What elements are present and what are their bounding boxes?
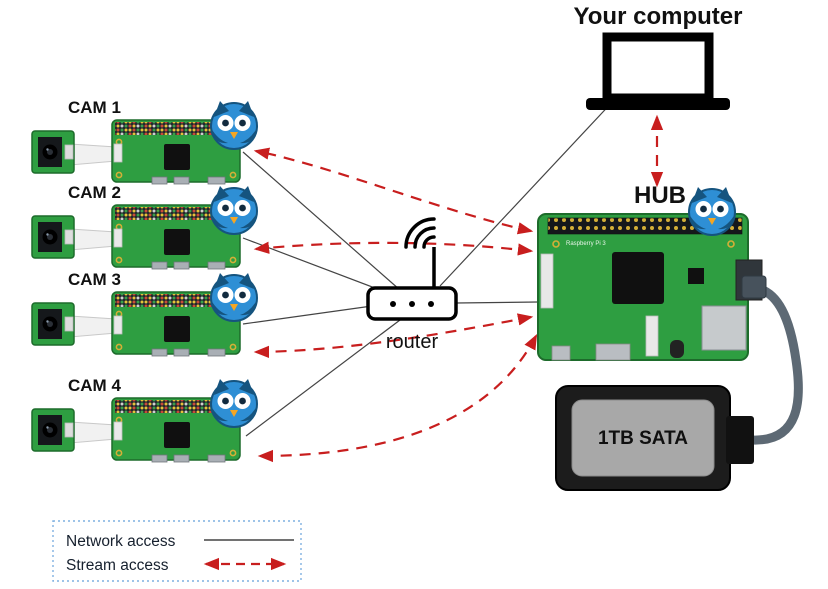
cam3-owl-icon [210, 272, 258, 322]
hub-soc-chip [612, 252, 664, 304]
legend-box [52, 520, 302, 582]
wifi-arc-small [422, 235, 436, 249]
cam4-board [31, 397, 241, 463]
usb-plug [741, 275, 767, 299]
hub-power-port [551, 345, 571, 361]
drive-face [571, 399, 715, 477]
laptop-screen [602, 32, 714, 103]
hub-owl-icon [688, 186, 736, 236]
hub-audio-jack [670, 340, 684, 358]
cam1-group: CAM 1 [31, 98, 258, 185]
wifi-arc-medium [413, 226, 436, 249]
legend-network-label: Network access [66, 533, 176, 550]
laptop-base [586, 98, 730, 110]
cam2-board [31, 204, 241, 270]
router-led [390, 301, 396, 307]
stream-arrows [253, 114, 664, 463]
cam2-group: CAM 2 [31, 183, 258, 270]
legend-stream-label: Stream access [66, 557, 169, 574]
cam3-board [31, 291, 241, 357]
drive-connector [726, 416, 754, 464]
sata-drive: 1TB SATA [555, 385, 754, 491]
usb-cable [747, 283, 803, 445]
cam1-board [31, 119, 241, 185]
hub-label: HUB [634, 182, 686, 209]
cam1-owl-icon [210, 100, 258, 150]
router-icon [366, 217, 458, 321]
cam4-label: CAM 4 [68, 376, 121, 395]
legend: Network access Stream access [52, 520, 302, 582]
network-line-cam1-router [242, 151, 401, 291]
hub-camera-connector [645, 315, 659, 357]
cam1-label: CAM 1 [68, 98, 121, 117]
network-line-router-hub [455, 301, 539, 304]
hub-mount-hole [552, 240, 560, 248]
cam3-label: CAM 3 [68, 270, 121, 289]
cam2-label: CAM 2 [68, 183, 121, 202]
stream-arrow-hub-cam2 [253, 241, 534, 256]
hub-hdmi-port [595, 343, 631, 361]
router-led [409, 301, 415, 307]
computer-label: Your computer [574, 3, 743, 30]
network-line-cam4-router [245, 319, 401, 437]
cam2-owl-icon [210, 185, 258, 235]
hub-usb-chip [688, 268, 704, 284]
cam4-group: CAM 4 [31, 376, 258, 463]
router-led [428, 301, 434, 307]
hub-board: Raspberry Pi 3 [537, 213, 763, 361]
hub-mount-hole [727, 240, 735, 248]
hub-display-connector [540, 253, 554, 309]
hub-silkscreen: Raspberry Pi 3 [566, 241, 606, 247]
stream-arrow-hub-cam1 [253, 147, 534, 235]
laptop-icon [586, 32, 730, 110]
cam3-group: CAM 3 [31, 270, 258, 357]
hub-ethernet-port [701, 305, 747, 351]
cam4-owl-icon [210, 378, 258, 428]
wifi-arc-large [404, 217, 436, 249]
stream-arrow-hub-cam4 [257, 333, 538, 463]
network-line-cam3-router [242, 305, 373, 325]
drive-label: 1TB SATA [598, 428, 688, 449]
router-label: router [386, 331, 439, 353]
